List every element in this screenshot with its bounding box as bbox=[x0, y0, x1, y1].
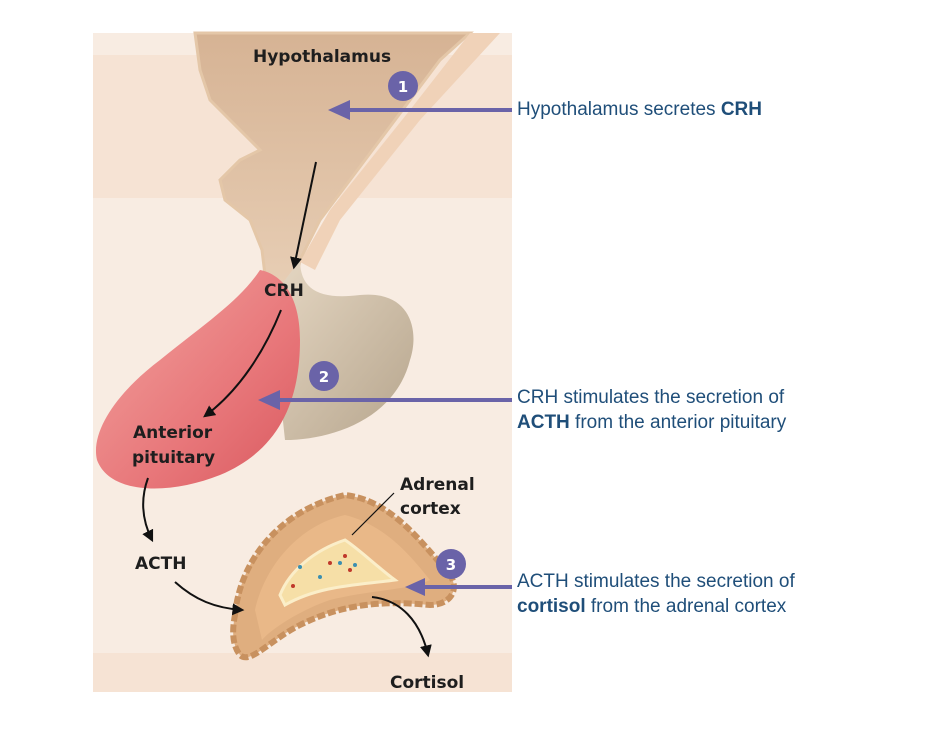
step-1-text: Hypothalamus secretes bbox=[517, 99, 721, 120]
step-3-note: ACTH stimulates the secretion of cortiso… bbox=[517, 569, 795, 619]
posterior-pituitary-shape bbox=[270, 260, 414, 440]
crh-to-pituitary-arrow bbox=[203, 309, 282, 418]
adrenal-cortex-label-2: cortex bbox=[400, 499, 461, 519]
svg-text:3: 3 bbox=[446, 556, 456, 574]
step-3-line-1: ACTH stimulates the secretion of bbox=[517, 571, 795, 592]
step-2-line-2: from the anterior pituitary bbox=[569, 412, 787, 433]
hypothalamus-label: Hypothalamus bbox=[253, 47, 391, 67]
step-badge-2: 2 bbox=[309, 361, 339, 391]
anterior-pituitary-label-2: pituitary bbox=[132, 448, 215, 468]
cortisol-label: Cortisol bbox=[390, 673, 464, 693]
acth-arrow bbox=[142, 477, 154, 543]
svg-text:2: 2 bbox=[319, 368, 329, 386]
step-2-line-1: CRH stimulates the secretion of bbox=[517, 387, 785, 408]
step-2-note: CRH stimulates the secretion of ACTH fro… bbox=[517, 385, 786, 435]
step-arrows bbox=[258, 100, 512, 596]
adrenal-cortex-leader bbox=[351, 492, 395, 536]
adrenal-gland bbox=[230, 491, 457, 661]
svg-text:1: 1 bbox=[398, 78, 408, 96]
step-2-bold: ACTH bbox=[517, 412, 570, 433]
step-3-line-2: from the adrenal cortex bbox=[585, 596, 787, 617]
step-1-note: Hypothalamus secretes CRH bbox=[517, 97, 762, 122]
step-3-bold: cortisol bbox=[517, 596, 586, 617]
crh-arrow bbox=[290, 161, 317, 270]
anterior-pituitary-label-1: Anterior bbox=[133, 423, 213, 443]
optic-stalk bbox=[300, 33, 500, 270]
crh-label: CRH bbox=[264, 281, 304, 301]
step-badge-3: 3 bbox=[436, 549, 466, 579]
adrenal-cortex-label-1: Adrenal bbox=[400, 475, 475, 495]
step-badge-1: 1 bbox=[388, 71, 418, 101]
step-1-bold: CRH bbox=[720, 99, 762, 120]
cortisol-arrow bbox=[371, 596, 432, 658]
anterior-pituitary-shape bbox=[95, 270, 300, 489]
acth-to-adrenal-arrow bbox=[174, 581, 245, 616]
acth-label: ACTH bbox=[135, 554, 186, 574]
